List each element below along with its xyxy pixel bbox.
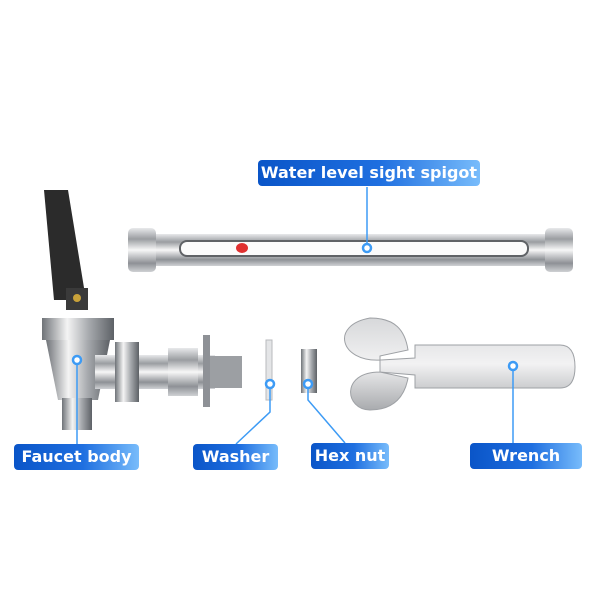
sight-spigot	[128, 228, 573, 272]
label-faucet-body: Faucet body	[14, 444, 139, 470]
washer-part	[265, 339, 273, 401]
faucet	[42, 190, 242, 430]
label-water-level-sight-spigot: Water level sight spigot	[258, 160, 480, 186]
wrench-part	[344, 317, 576, 411]
callout-lines	[76, 187, 514, 445]
callout-dots	[71, 242, 519, 390]
label-hex-nut: Hex nut	[311, 443, 389, 469]
label-wrench: Wrench	[470, 443, 582, 469]
float-indicator	[236, 243, 248, 253]
label-washer: Washer	[193, 444, 278, 470]
